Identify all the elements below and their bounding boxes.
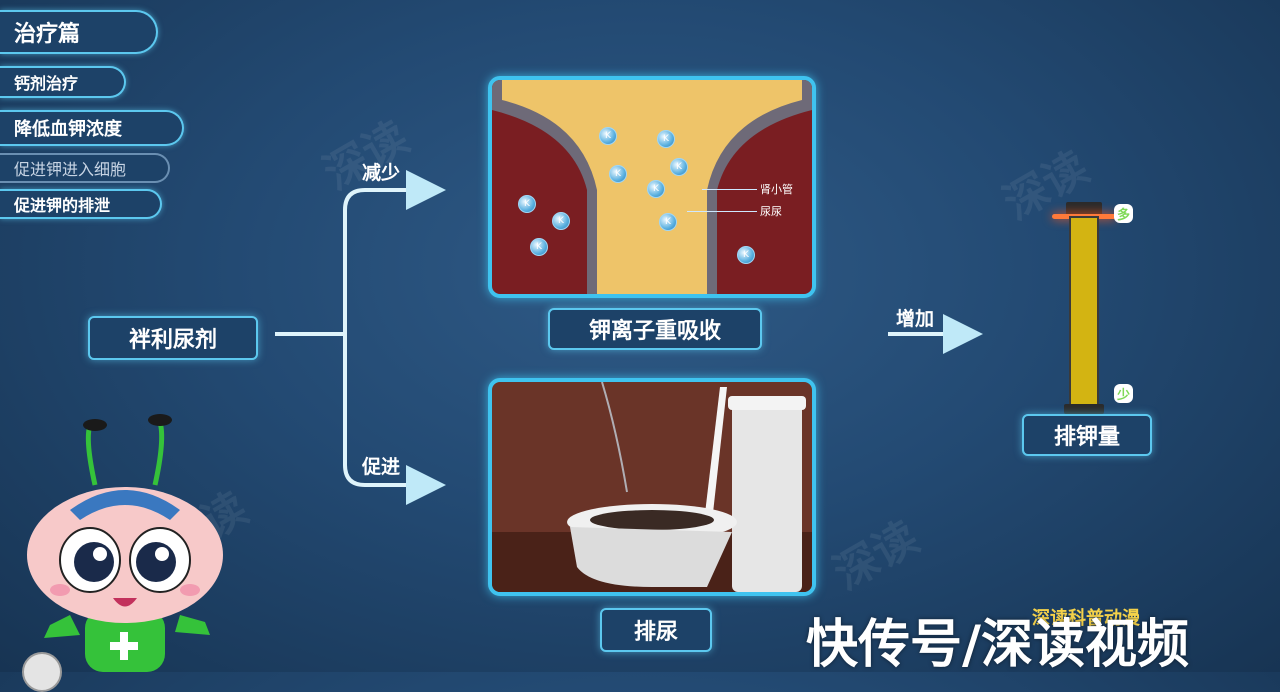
- menu-item-lower-potassium[interactable]: 降低血钾浓度: [0, 110, 184, 146]
- menu-title-label: 治疗篇: [14, 21, 81, 47]
- urination-panel: [488, 378, 816, 596]
- mascot-character: [27, 414, 223, 672]
- potassium-ion: K: [552, 212, 570, 230]
- drug-label: 袢利尿剂: [88, 316, 258, 360]
- tubule-panel: K K K K K K K K K K 肾小管 尿尿: [488, 76, 816, 298]
- branch-reduce-label: 减少: [362, 162, 401, 184]
- toilet-illustration: [492, 382, 812, 592]
- potassium-ion: K: [530, 238, 548, 256]
- urine-label: 尿尿: [760, 205, 782, 218]
- connector-bottom: [343, 334, 446, 505]
- potassium-ion: K: [599, 127, 617, 145]
- drug-label-text: 袢利尿剂: [128, 327, 217, 353]
- menu-item-excretion[interactable]: 促进钾的排泄: [0, 189, 162, 219]
- reabsorption-caption-text: 钾离子重吸收: [588, 318, 721, 344]
- gauge-cap-bottom: [1064, 404, 1104, 414]
- tubule-label: 肾小管: [760, 183, 793, 196]
- increase-label: 增加: [896, 308, 935, 330]
- gauge-caption-text: 排钾量: [1053, 424, 1120, 450]
- play-control-icon[interactable]: [22, 652, 62, 692]
- potassium-ion: K: [657, 130, 675, 148]
- connector-top: [343, 170, 446, 334]
- potassium-ion: K: [609, 165, 627, 183]
- potassium-ion: K: [518, 195, 536, 213]
- gauge-low-label: 少: [1114, 384, 1134, 403]
- gauge-caption: 排钾量: [1022, 414, 1152, 456]
- menu-item-label: 促进钾的排泄: [14, 196, 111, 215]
- menu-title[interactable]: 治疗篇: [0, 10, 158, 54]
- diagram-connectors: [275, 170, 983, 505]
- gauge-cap-top: [1066, 202, 1102, 216]
- potassium-ion: K: [670, 158, 688, 176]
- tubule-pointer-line: [702, 189, 757, 190]
- menu-item-label: 促进钾进入细胞: [14, 160, 127, 179]
- menu-item-into-cell[interactable]: 促进钾进入细胞: [0, 153, 170, 183]
- urine-pointer-line: [687, 211, 757, 212]
- potassium-ion: K: [659, 213, 677, 231]
- gauge-high-label: 多: [1114, 204, 1134, 223]
- potassium-ion: K: [647, 180, 665, 198]
- logo-watermark: 深读科普动漫: [1032, 608, 1140, 629]
- menu-item-label: 钙剂治疗: [14, 74, 79, 93]
- urination-caption: 排尿: [600, 608, 712, 652]
- urination-caption-text: 排尿: [633, 619, 678, 645]
- potassium-ion: K: [737, 246, 755, 264]
- gauge-bar: [1069, 216, 1099, 408]
- channel-watermark: 快传号/深读视频: [806, 615, 1189, 675]
- reabsorption-caption: 钾离子重吸收: [548, 308, 762, 350]
- menu-item-label: 降低血钾浓度: [14, 119, 122, 140]
- branch-promote-label: 促进: [362, 456, 401, 478]
- menu-item-calcium[interactable]: 钙剂治疗: [0, 66, 126, 98]
